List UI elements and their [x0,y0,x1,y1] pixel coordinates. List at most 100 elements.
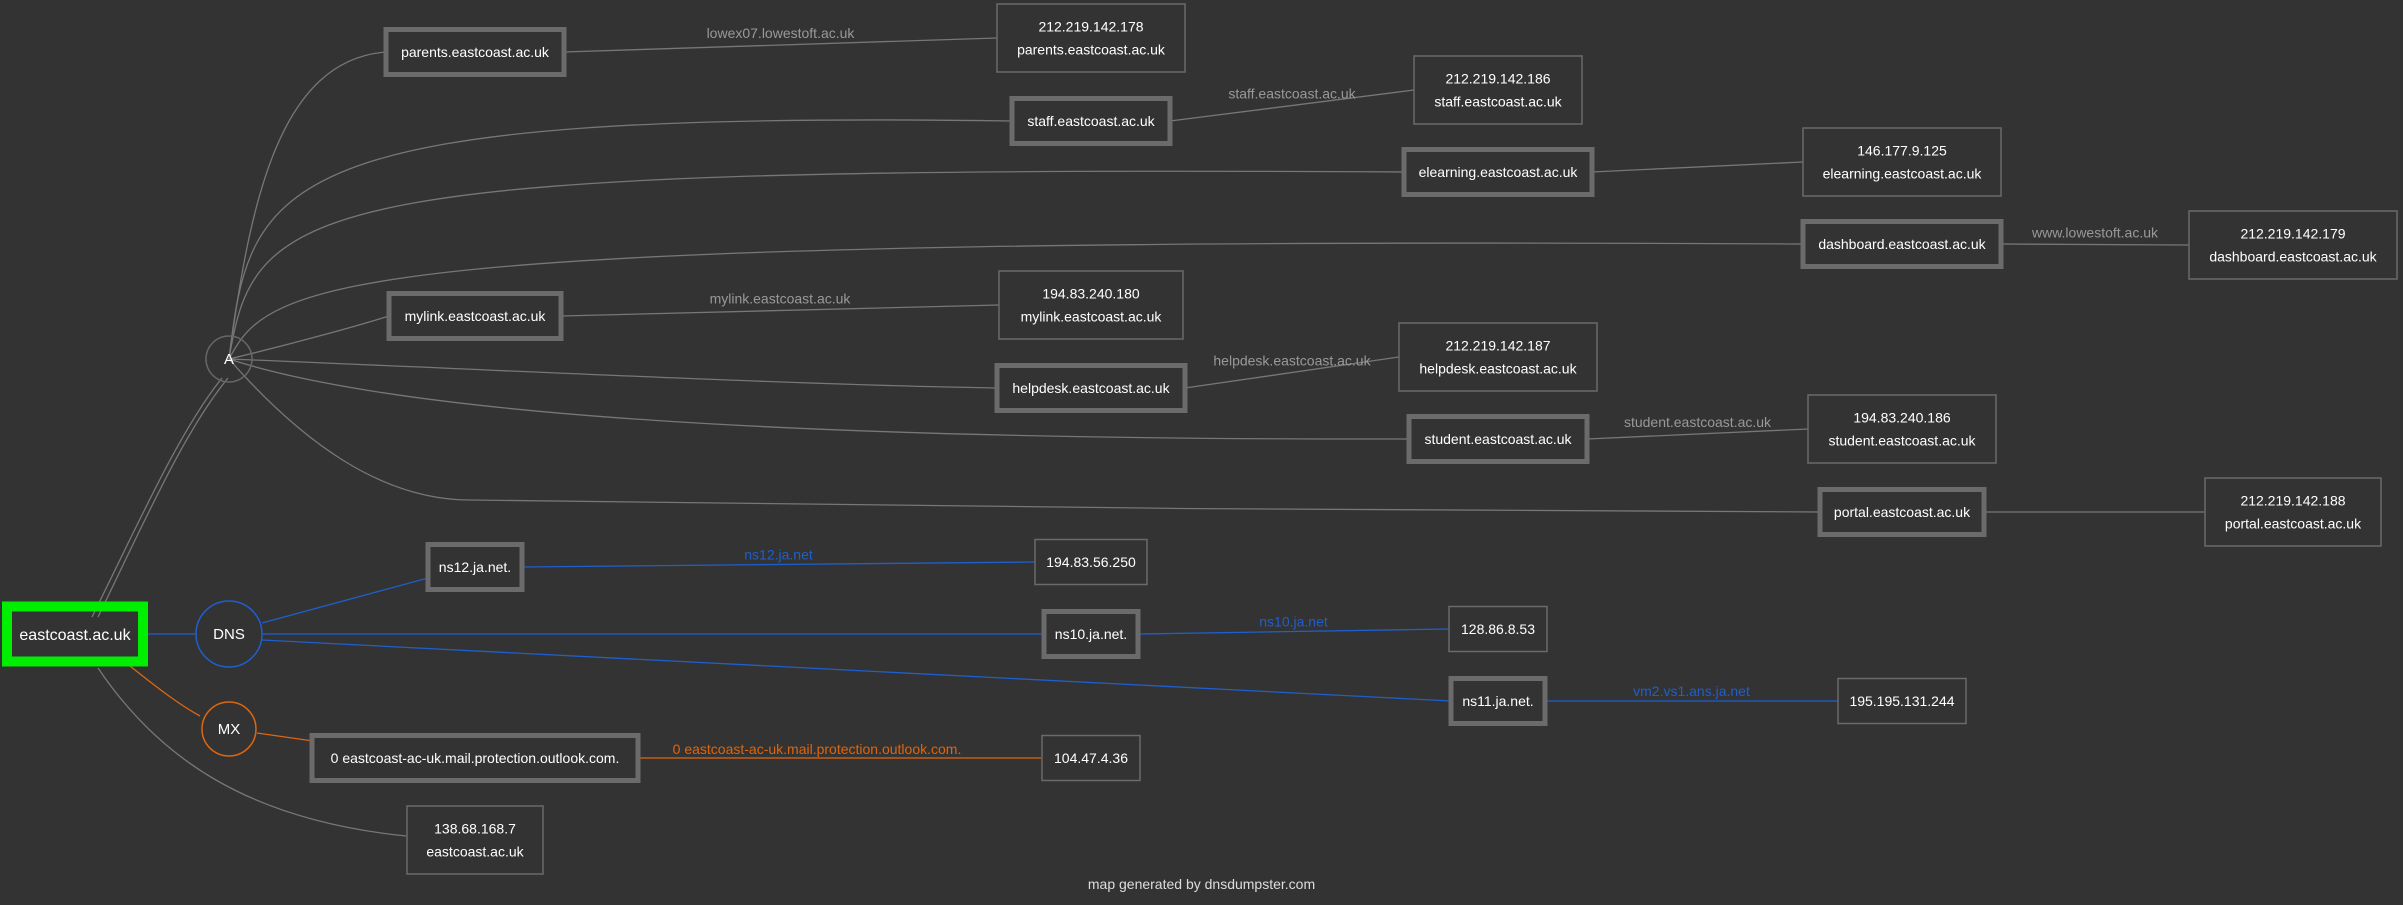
ns-ip-node-2-frame [1448,605,1548,653]
ns-ip-node-1[interactable]: 194.83.56.250 [1034,538,1148,586]
ns-ip-node-3-line-1: 195.195.131.244 [1849,693,1954,709]
group-dns-node-label: DNS [213,626,245,643]
ns-ip-node-3[interactable]: 195.195.131.244 [1837,677,1967,725]
edge-a-2 [228,119,1013,360]
a-ip-node-6-line-2: helpdesk.eastcoast.ac.uk [1419,361,1577,377]
edge-label-a-5: mylink.eastcoast.ac.uk [710,291,852,307]
ns-host-node-1-line-1: ns12.ja.net. [439,559,511,575]
mx-host-node-1[interactable]: 0 eastcoast-ac-uk.mail.protection.outloo… [309,733,641,783]
a-ip-node-2-frame [1413,55,1583,125]
edge-ns-ip-2 [1137,628,1450,635]
a-host-node-7-line-1: student.eastcoast.ac.uk [1424,431,1572,447]
a-ip-node-6-frame [1398,322,1598,392]
a-host-node-8[interactable]: portal.eastcoast.ac.uk [1817,487,1987,537]
a-host-node-7[interactable]: student.eastcoast.ac.uk [1406,414,1590,464]
edge-dns-3 [261,639,1452,702]
edge-label-a-2: staff.eastcoast.ac.uk [1228,86,1356,102]
a-host-node-5[interactable]: mylink.eastcoast.ac.uk [386,291,564,341]
mx-host-node-1-frame [309,733,641,783]
root-domain-node-frame [2,601,148,667]
ns-ip-node-1-frame [1034,538,1148,586]
a-host-node-6[interactable]: helpdesk.eastcoast.ac.uk [994,363,1188,413]
ns-host-node-3[interactable]: ns11.ja.net. [1448,676,1548,726]
a-ip-node-7-line-1: 194.83.240.186 [1853,410,1951,426]
edge-label-a-7: student.eastcoast.ac.uk [1624,414,1772,430]
ns-host-node-2-frame [1041,609,1141,659]
group-a-node-label: A [224,351,234,368]
group-mx-node-label: MX [218,721,241,738]
a-host-node-5-line-1: mylink.eastcoast.ac.uk [405,308,547,324]
a-host-node-4-line-1: dashboard.eastcoast.ac.uk [1818,236,1986,252]
group-dns-node-ring [195,600,263,668]
a-ip-node-7-line-2: student.eastcoast.ac.uk [1828,433,1976,449]
ns-host-node-2-line-1: ns10.ja.net. [1055,626,1127,642]
ns-host-node-1[interactable]: ns12.ja.net. [425,542,525,592]
mx-host-node-1-line-1: 0 eastcoast-ac-uk.mail.protection.outloo… [331,750,620,766]
a-host-node-2-frame [1009,96,1173,146]
mx-ip-node-1[interactable]: 104.47.4.36 [1041,734,1141,782]
a-host-node-5-frame [386,291,564,341]
ns-ip-node-2[interactable]: 128.86.8.53 [1448,605,1548,653]
a-host-node-4-frame [1800,219,2004,269]
edge-a-3 [228,170,1405,360]
a-host-node-3-line-1: elearning.eastcoast.ac.uk [1419,164,1579,180]
root-a-record-node-frame [406,805,544,875]
edge-root-arecord [97,667,407,837]
a-host-node-4[interactable]: dashboard.eastcoast.ac.uk [1800,219,2004,269]
a-ip-node-7[interactable]: 194.83.240.186 student.eastcoast.ac.uk [1807,394,1997,464]
a-host-node-8-frame [1817,487,1987,537]
edge-label-dns-3: vm2.vs1.ans.ja.net [1633,683,1750,699]
a-host-node-1-frame [383,27,567,77]
edge-a-1 [228,51,387,360]
a-host-node-2[interactable]: staff.eastcoast.ac.uk [1009,96,1173,146]
a-ip-node-1-line-1: 212.219.142.178 [1038,19,1143,35]
group-a-node[interactable]: A [205,335,253,383]
group-mx-node[interactable]: MX [201,701,257,757]
edge-mx-1 [256,732,314,742]
a-host-node-3[interactable]: elearning.eastcoast.ac.uk [1401,147,1595,197]
a-host-node-7-frame [1406,414,1590,464]
edge-host-ip-5 [560,304,1000,317]
a-ip-node-1-frame [996,3,1186,73]
a-ip-node-3-line-2: elearning.eastcoast.ac.uk [1823,166,1983,182]
edge-ns-ip-1 [521,561,1036,568]
a-host-node-1-line-1: parents.eastcoast.ac.uk [401,44,550,60]
edge-root-mx [129,665,201,717]
a-ip-node-7-frame [1807,394,1997,464]
a-ip-node-4-line-1: 212.219.142.179 [2240,226,2345,242]
edge-label-a-4: www.lowestoft.ac.uk [2031,225,2159,241]
a-host-node-3-frame [1401,147,1595,197]
edge-a-5 [228,315,390,360]
edge-host-ip-6 [1184,356,1400,389]
ns-ip-node-3-frame [1837,677,1967,725]
a-ip-node-4-frame [2188,210,2398,280]
edge-root-a-1 [91,377,223,618]
mx-ip-node-1-line-1: 104.47.4.36 [1054,750,1128,766]
root-a-record-node-line-1: 138.68.168.7 [434,821,516,837]
edge-root-a-2 [97,377,229,618]
group-a-node-ring [205,335,253,383]
ns-host-node-3-line-1: ns11.ja.net. [1462,693,1533,709]
edge-host-ip-2 [1169,89,1415,122]
root-domain-node[interactable]: eastcoast.ac.uk [2,601,148,667]
edge-label-a-6: helpdesk.eastcoast.ac.uk [1213,353,1371,369]
a-ip-node-8-frame [2204,477,2382,547]
a-ip-node-5-frame [998,270,1184,340]
a-host-node-2-line-1: staff.eastcoast.ac.uk [1027,113,1155,129]
edge-dns-1 [261,577,429,624]
a-ip-node-8-line-1: 212.219.142.188 [2240,493,2345,509]
a-host-node-1[interactable]: parents.eastcoast.ac.uk [383,27,567,77]
group-mx-node-ring [201,701,257,757]
edge-a-7 [228,358,1410,440]
ns-host-node-2[interactable]: ns10.ja.net. [1041,609,1141,659]
group-dns-node[interactable]: DNS [195,600,263,668]
edge-a-6 [228,358,998,389]
